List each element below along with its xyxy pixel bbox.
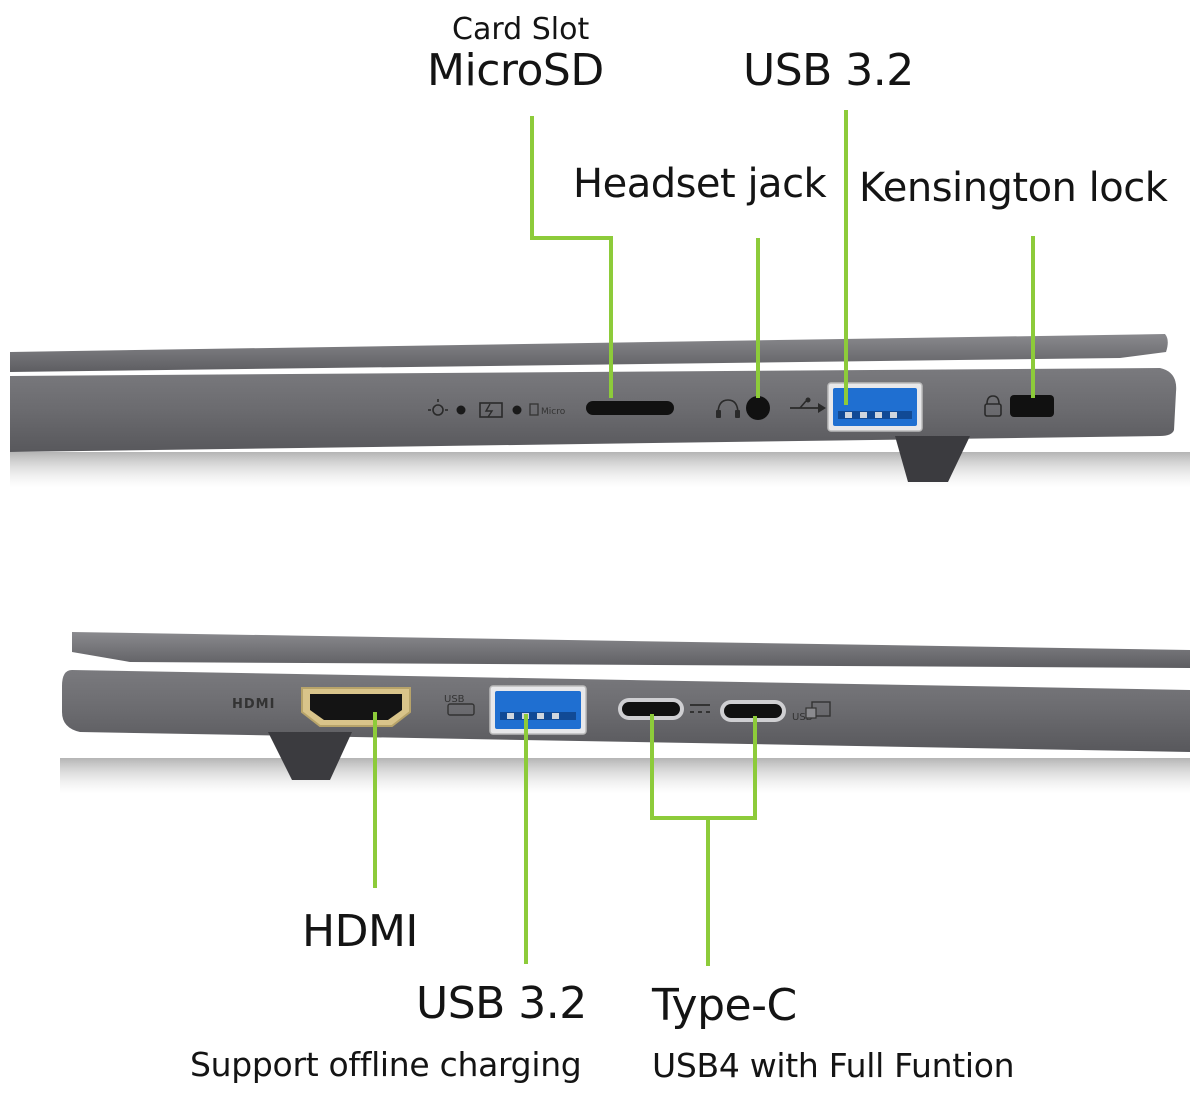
floor-shadow <box>10 452 1190 488</box>
usb-left-sublabel: Support offline charging <box>190 1045 582 1084</box>
laptop-left-side: HDMI USB <box>60 632 1190 794</box>
usb-left-label: USB 3.2 <box>416 978 587 1029</box>
typec-callout-line <box>650 714 757 820</box>
usb-a-port-left <box>489 685 587 735</box>
hdmi-label: HDMI <box>302 906 418 957</box>
battery-led-icon <box>479 402 522 418</box>
laptop-right-side: Micro <box>10 334 1190 488</box>
svg-text:Micro: Micro <box>541 407 566 417</box>
hdmi-port <box>301 687 411 727</box>
lid-bottom <box>72 632 1190 668</box>
usb-display-icon: USB <box>792 701 831 723</box>
typec-sublabel: USB4 with Full Funtion <box>652 1046 1015 1085</box>
rubber-foot-bottom <box>268 732 352 780</box>
top-callout-lines <box>530 110 1035 405</box>
microsd-slot <box>586 401 674 415</box>
kensington-slot <box>1010 395 1054 417</box>
microsd-icon: Micro <box>529 403 566 417</box>
microsd-callout-line <box>530 116 613 398</box>
microsd-label: MicroSD <box>427 45 604 96</box>
headset-jack-port <box>746 396 770 420</box>
headset-icon <box>716 399 740 418</box>
card-slot-caption: Card Slot <box>452 12 590 47</box>
bottom-callout-lines <box>373 712 757 966</box>
dc-power-icon <box>690 704 710 713</box>
typec-label: Type-C <box>652 980 797 1031</box>
hdmi-logo-icon: HDMI <box>232 697 275 712</box>
usb-charge-icon: USB <box>444 694 475 716</box>
headset-jack-label: Headset jack <box>573 161 827 207</box>
power-led-icon <box>428 399 466 416</box>
svg-text:HDMI: HDMI <box>232 697 275 712</box>
usb-c-port-1 <box>618 698 684 720</box>
svg-text:USB: USB <box>792 712 813 723</box>
svg-text:USB: USB <box>444 694 465 705</box>
usb-right-label: USB 3.2 <box>743 45 914 96</box>
rubber-foot <box>895 436 970 482</box>
usb-a-port-right <box>827 382 923 432</box>
usb-c-port-2 <box>720 700 786 722</box>
lock-icon <box>984 395 1002 417</box>
kensington-lock-label: Kensington lock <box>859 165 1168 211</box>
usb-symbol-icon <box>790 397 826 413</box>
lid <box>10 334 1168 372</box>
floor-shadow-bottom <box>60 758 1190 794</box>
